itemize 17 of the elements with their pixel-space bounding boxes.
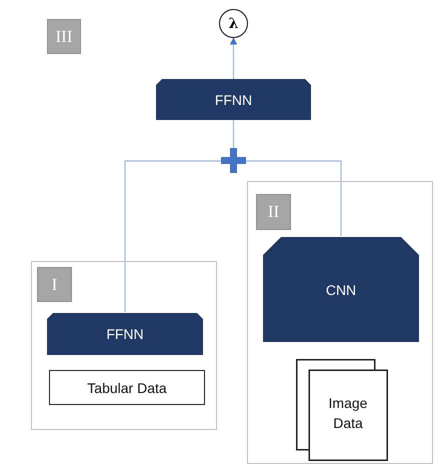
panel-frame xyxy=(247,181,433,464)
numeral-badge: III xyxy=(47,19,81,54)
data-box: Tabular Data xyxy=(49,370,205,405)
numeral-badge: I xyxy=(37,267,72,302)
output-circle: λ xyxy=(219,9,248,38)
connector-line xyxy=(232,120,234,148)
connector-line xyxy=(124,160,221,312)
layer-block: FFNN xyxy=(47,313,203,355)
data-label: Image Data xyxy=(328,394,368,433)
plus-symbol xyxy=(221,148,246,173)
arrow xyxy=(230,37,238,79)
layer-block: FFNN xyxy=(156,79,311,120)
panel-frame xyxy=(31,261,217,430)
connector-line xyxy=(246,160,342,236)
numeral-badge: II xyxy=(256,194,291,230)
layer-block: CNN xyxy=(263,237,419,342)
document-stack xyxy=(296,359,388,461)
